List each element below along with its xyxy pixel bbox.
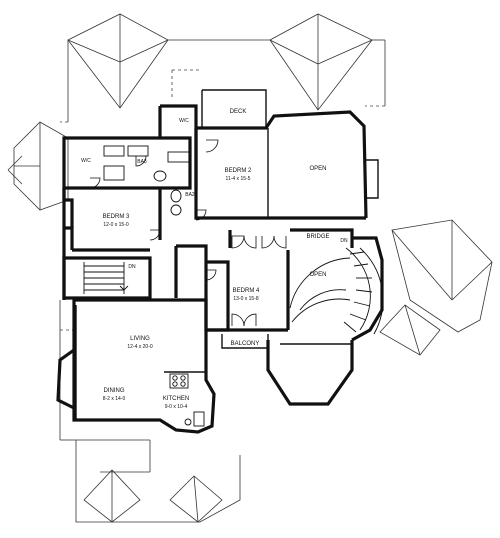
label-wic-upper: W/C: [179, 118, 189, 124]
label-bath2: BA2: [185, 192, 195, 198]
label-bedroom2-dims: 11-4 x 15-5: [226, 176, 251, 182]
label-bath3: BA3: [137, 159, 147, 165]
label-dn-left: DN: [128, 264, 136, 270]
label-dn-right: DN: [340, 238, 348, 244]
left-staircase: [83, 262, 129, 294]
label-balcony: BALCONY: [231, 341, 260, 347]
label-open-lower: OPEN: [309, 272, 326, 278]
label-dining: DINING: [104, 388, 125, 394]
doors: [89, 139, 287, 327]
label-deck: DECK: [230, 109, 247, 115]
curved-staircase: [289, 247, 384, 335]
label-bedroom2: BEDRM 2: [225, 168, 252, 174]
label-kitchen: KITCHEN: [163, 396, 189, 402]
label-bedroom3-dims: 12-0 x 15-0: [103, 222, 129, 228]
label-dining-dims: 8-2 x 14-0: [103, 396, 126, 402]
bath-fixtures: [103, 145, 191, 216]
label-kitchen-dims: 9-0 x 10-4: [165, 404, 188, 410]
label-bedroom4-dims: 13-0 x 15-8: [233, 296, 259, 302]
label-open-upper: OPEN: [309, 166, 326, 172]
label-living: LIVING: [130, 336, 150, 342]
kitchen-fixtures: [169, 373, 205, 427]
label-living-dims: 12-4 x 20-0: [127, 344, 153, 350]
label-bridge: BRIDGE: [306, 234, 329, 240]
label-bedroom3: BEDRM 3: [103, 214, 130, 220]
room-labels: DECK W/C W/C BA3 BA2 BEDRM 2 11-4 x 15-5…: [81, 109, 348, 410]
label-bedroom4: BEDRM 4: [233, 288, 260, 294]
label-wic-left: W/C: [81, 158, 91, 164]
walls: [56, 89, 384, 434]
